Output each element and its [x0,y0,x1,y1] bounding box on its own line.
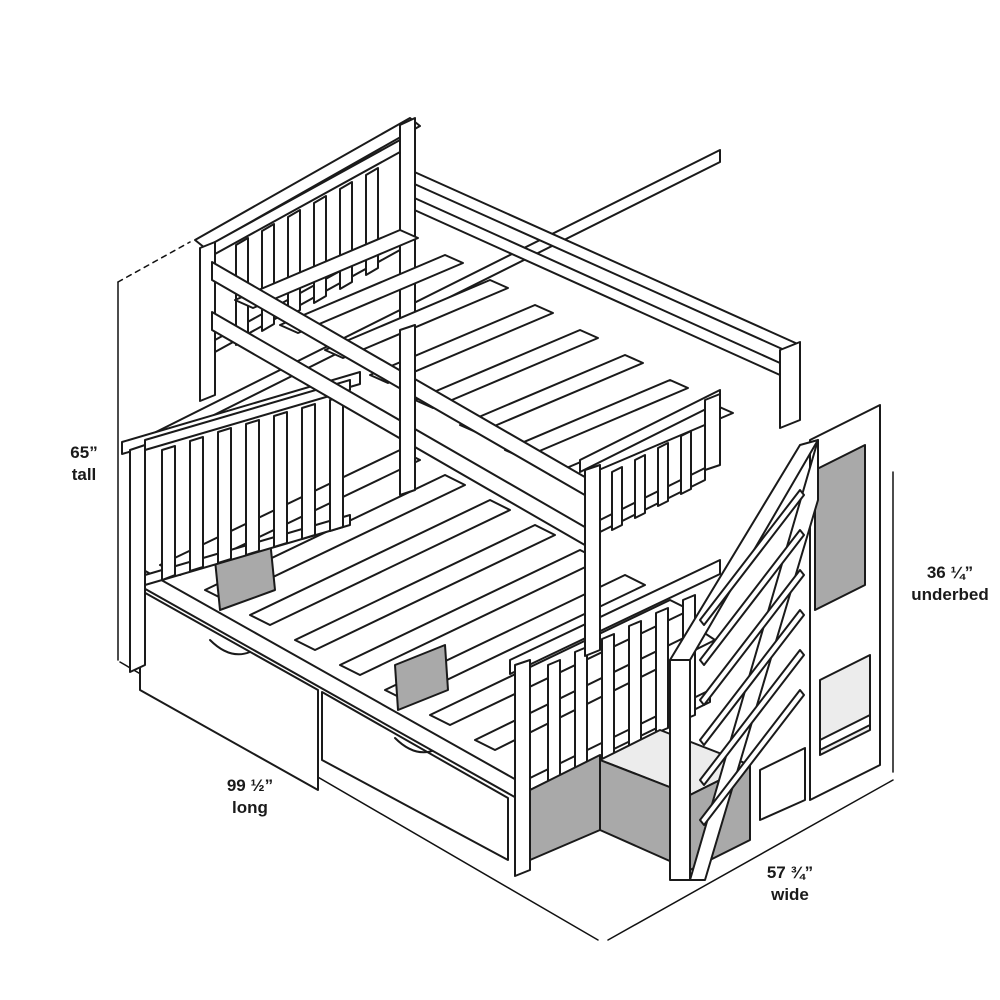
underbed-dimension-label: 36 ¼” underbed [900,562,1000,606]
width-value: 57 ¾” [766,863,814,882]
center-post [399,324,416,496]
staircase-rail-bars [699,489,805,826]
height-value: 65” [70,443,98,462]
width-dimension-label: 57 ¾” wide [745,862,835,906]
height-dimension-label: 65” tall [52,442,116,486]
height-dimension-line [117,241,191,661]
staircase-side-panel [809,404,881,801]
width-caption: wide [771,885,809,904]
rear-right-post [779,341,801,429]
width-dimension-line [607,779,894,941]
underbed-value: 36 ¼” [926,563,974,582]
length-caption: long [232,798,268,817]
height-caption: tall [71,465,97,484]
length-dimension-label: 99 ½” long [205,775,295,819]
lower-bed-support-block-2 [394,644,449,711]
length-value: 99 ½” [226,776,274,795]
upper-bed-footboard [579,389,721,657]
underbed-caption: underbed [911,585,989,604]
staircase-rear-steps [759,747,806,821]
lower-bed-headboard [121,371,361,673]
